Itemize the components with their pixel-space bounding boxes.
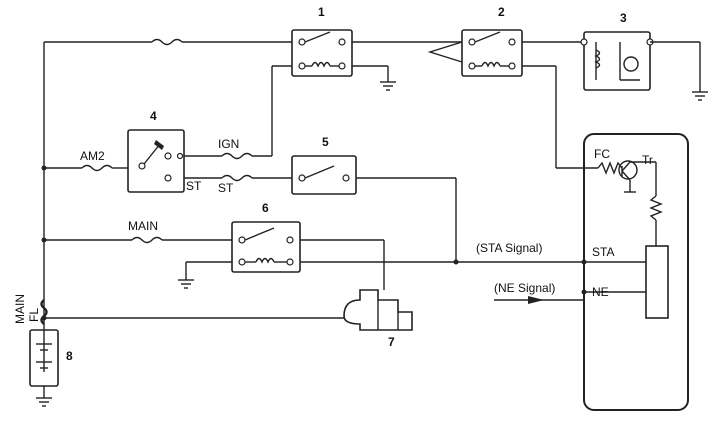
label-fc: FC: [594, 147, 610, 161]
label-ne-terminal: NE: [592, 285, 609, 299]
ignition-switch-4: [127, 129, 185, 193]
ground-symbol-relay1: [380, 81, 396, 91]
label-main: MAIN: [128, 219, 158, 233]
label-ne-signal: (NE Signal): [494, 281, 555, 295]
label-main-fusible: MAIN: [13, 294, 27, 324]
relay-6: [231, 221, 301, 273]
switch-5: [291, 155, 357, 195]
ground-symbol-battery: [36, 397, 52, 407]
label-st-fuse: ST: [218, 181, 234, 195]
relay-2: [461, 29, 523, 77]
label-component-4: 4: [150, 109, 157, 123]
starter-component-3: [580, 31, 654, 91]
label-component-1: 1: [318, 5, 325, 19]
label-fl-fusible: FL: [27, 308, 41, 322]
wire-relay2-wedge: [427, 41, 463, 63]
label-st-switch: ST: [186, 179, 202, 193]
label-am2: AM2: [80, 149, 105, 163]
label-component-6: 6: [262, 201, 269, 215]
main-fusible-link: [40, 299, 48, 325]
label-component-3: 3: [620, 11, 627, 25]
component-7: [343, 289, 413, 331]
label-sta-terminal: STA: [592, 245, 614, 259]
label-tr: Tr: [642, 153, 653, 167]
label-sta-signal: (STA Signal): [476, 241, 542, 255]
ground-symbol-relay6: [178, 279, 194, 289]
label-component-7: 7: [388, 335, 395, 349]
label-ign: IGN: [218, 137, 239, 151]
ground-symbol-starter: [692, 91, 708, 101]
label-component-5: 5: [322, 135, 329, 149]
label-component-2: 2: [498, 5, 505, 19]
ecu-box: [581, 133, 689, 411]
label-component-8: 8: [66, 349, 73, 363]
relay-1: [291, 29, 353, 77]
top-supply-wire: [43, 38, 292, 372]
ne-signal-arrow: [494, 296, 584, 304]
